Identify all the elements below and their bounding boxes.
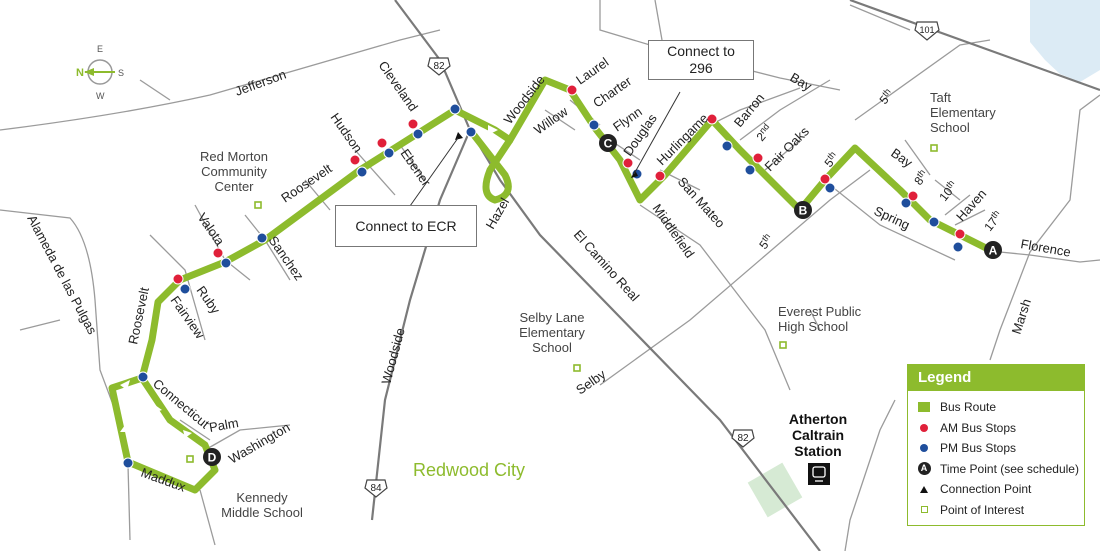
time-point-a: A	[984, 241, 1002, 259]
svg-text:Palm: Palm	[208, 415, 240, 435]
poi-icon	[920, 506, 928, 514]
svg-text:Maddux: Maddux	[139, 465, 188, 495]
svg-text:S: S	[118, 68, 124, 78]
callout-connect-ecr: Connect to ECR	[335, 205, 477, 247]
svg-text:Ruby: Ruby	[194, 283, 224, 317]
svg-text:82: 82	[737, 433, 749, 444]
time-point-b-label: B	[799, 204, 808, 218]
highway-82-shield-south: 82	[731, 429, 755, 448]
route-arrows	[120, 125, 498, 438]
svg-text:Woodside: Woodside	[378, 326, 407, 385]
svg-text:Hudson: Hudson	[328, 110, 366, 155]
svg-text:Haven: Haven	[953, 186, 989, 224]
legend-title: Legend	[908, 365, 1084, 391]
svg-text:82: 82	[433, 61, 445, 72]
svg-text:E: E	[97, 44, 103, 54]
svg-text:Sanchez: Sanchez	[266, 233, 307, 283]
highway-84-shield: 84	[364, 479, 388, 498]
compass-icon: N E S W	[76, 44, 124, 101]
svg-text:8th: 8th	[911, 167, 932, 187]
highway-82-shield-north: 82	[427, 57, 451, 76]
svg-text:Marsh: Marsh	[1009, 297, 1034, 336]
connection-point-icon	[920, 485, 928, 493]
svg-text:Willow: Willow	[531, 103, 571, 137]
pm-stop-icon	[920, 444, 928, 453]
legend: Legend Bus Route AM Bus Stops PM Bus Sto…	[907, 364, 1085, 526]
svg-text:Laurel: Laurel	[573, 54, 611, 87]
legend-item-poi: Point of Interest	[908, 500, 1084, 521]
svg-text:17th: 17th	[981, 208, 1006, 234]
legend-item-time-point: A Time Point (see schedule)	[908, 459, 1084, 480]
svg-text:Ebener: Ebener	[398, 146, 435, 189]
svg-text:W: W	[96, 91, 105, 101]
bus-route-line	[108, 76, 994, 494]
svg-text:San Mateo: San Mateo	[675, 174, 728, 231]
svg-text:Roosevelt: Roosevelt	[125, 286, 152, 346]
svg-text:Charter: Charter	[590, 73, 635, 111]
svg-text:Jefferson: Jefferson	[233, 67, 288, 99]
time-point-a-label: A	[989, 244, 998, 258]
am-stops	[172, 84, 966, 285]
time-point-d: D	[203, 448, 221, 466]
svg-text:101: 101	[919, 25, 934, 35]
legend-item-bus-route: Bus Route	[908, 397, 1084, 418]
svg-text:Middlefield: Middlefield	[650, 201, 698, 261]
svg-text:Fair Oaks: Fair Oaks	[762, 123, 813, 174]
svg-text:Cleveland: Cleveland	[376, 58, 421, 114]
callout-leaders	[409, 91, 681, 207]
svg-text:84: 84	[370, 483, 382, 494]
time-point-b: B	[794, 201, 812, 219]
svg-text:2nd: 2nd	[753, 121, 775, 143]
legend-item-pm-stops: PM Bus Stops	[908, 438, 1084, 459]
train-icon	[808, 463, 830, 485]
time-point-icon: A	[917, 462, 931, 476]
svg-text:10th: 10th	[936, 178, 961, 204]
highway-101-shield: 101	[914, 21, 940, 41]
bay-water	[1030, 0, 1100, 82]
legend-item-am-stops: AM Bus Stops	[908, 418, 1084, 439]
time-point-c: C	[599, 134, 617, 152]
svg-text:Bay: Bay	[788, 70, 815, 94]
am-stop-icon	[920, 423, 928, 432]
time-point-c-label: C	[604, 137, 613, 151]
legend-item-connection-point: Connection Point	[908, 479, 1084, 500]
svg-text:Alameda de las Pulgas: Alameda de las Pulgas	[24, 212, 100, 337]
svg-text:Hazel: Hazel	[483, 195, 513, 231]
svg-text:El Camino Real: El Camino Real	[571, 227, 643, 304]
svg-text:5th: 5th	[876, 86, 897, 107]
station-area	[747, 462, 803, 518]
city-label: Redwood City	[413, 460, 525, 480]
svg-text:Florence: Florence	[1019, 236, 1071, 260]
svg-text:N: N	[76, 67, 84, 79]
time-point-d-label: D	[208, 451, 217, 465]
poi-markers	[186, 144, 938, 463]
callout-connect-296: Connect to 296	[648, 40, 754, 80]
bus-route-loop	[467, 127, 513, 204]
svg-text:Valota: Valota	[195, 210, 228, 249]
